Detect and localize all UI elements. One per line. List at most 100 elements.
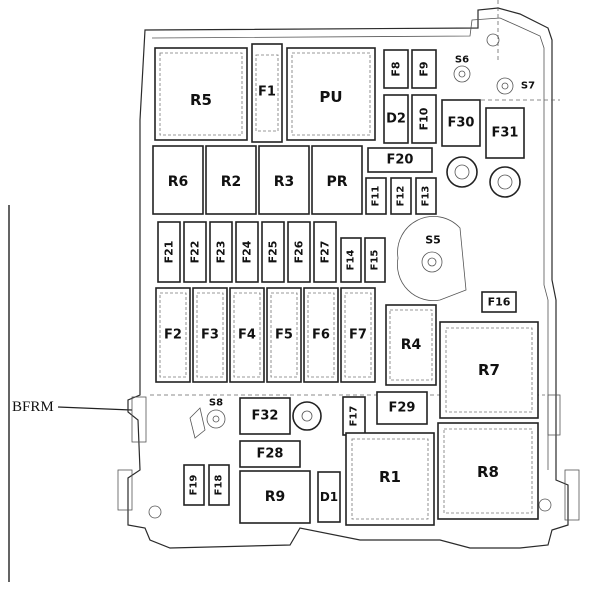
fuse-f24 (235, 221, 259, 283)
fuse-f15 (364, 237, 386, 283)
f21-label: F21 (163, 241, 176, 264)
f11-label: F11 (371, 186, 382, 207)
f18-label: F18 (214, 475, 225, 496)
fuse-f18 (208, 464, 230, 506)
s5-housing (397, 216, 467, 301)
s7-label: S7 (521, 81, 535, 92)
stud-s5 (421, 251, 443, 273)
f19-label: F19 (189, 475, 200, 496)
fuse-f5 (266, 287, 302, 383)
f4-label: F4 (238, 328, 256, 343)
right-lug (564, 469, 580, 521)
f28-label: F28 (257, 447, 284, 462)
fuse-f6 (303, 287, 339, 383)
s8-label: S8 (209, 398, 223, 409)
s6-label: S6 (455, 55, 469, 66)
diode-d1 (317, 471, 341, 523)
f8-label: F8 (390, 61, 403, 76)
bfrm-leader-line (57, 406, 133, 411)
power-stud-right (489, 166, 521, 198)
fuse-f30 (441, 99, 481, 147)
relay-r3 (258, 145, 310, 215)
relay-r1 (345, 432, 435, 526)
r4-label: R4 (401, 337, 422, 353)
fuse-f32 (239, 397, 291, 435)
relay-r6 (152, 145, 204, 215)
relay-pu (286, 47, 376, 141)
f24-label: F24 (241, 240, 254, 263)
f12-label: F12 (396, 186, 407, 207)
fuse-f19 (183, 464, 205, 506)
fuse-f3 (192, 287, 228, 383)
s5-label: S5 (425, 234, 441, 247)
f1-label: F1 (258, 85, 276, 100)
fuse-f21 (157, 221, 181, 283)
fuse-f27 (313, 221, 337, 283)
fuse-f12 (390, 177, 412, 215)
d2-label: D2 (386, 112, 406, 127)
f6-label: F6 (312, 328, 330, 343)
diode-d2 (383, 94, 409, 144)
fuse-f13 (415, 177, 437, 215)
fuse-f25 (261, 221, 285, 283)
f26-label: F26 (293, 240, 306, 263)
pr-label: PR (326, 174, 347, 190)
left-clip (131, 396, 147, 443)
relay-r9 (239, 470, 311, 524)
relay-r7 (439, 321, 539, 419)
r1-label: R1 (379, 468, 401, 486)
f2-label: F2 (164, 328, 182, 343)
fuse-f9 (411, 49, 437, 89)
power-stud-f32 (292, 401, 322, 431)
fuse-f7 (340, 287, 376, 383)
f20-label: F20 (387, 153, 414, 168)
relay-r5 (154, 47, 248, 141)
f15-label: F15 (370, 250, 381, 271)
fuse-f2 (155, 287, 191, 383)
fuse-f10 (411, 94, 437, 144)
r6-label: R6 (168, 174, 189, 190)
f31-label: F31 (492, 126, 519, 141)
fuse-f31 (485, 107, 525, 159)
relay-r8 (437, 422, 539, 520)
r8-label: R8 (477, 463, 499, 481)
fuse-box-housing (127, 7, 569, 549)
relay-r4 (385, 304, 437, 386)
fuse-f29 (376, 391, 428, 425)
fuse-f4 (229, 287, 265, 383)
stud-s8 (206, 409, 226, 429)
f16-label: F16 (488, 296, 511, 309)
fuse-f20 (367, 147, 433, 173)
f7-label: F7 (349, 328, 367, 343)
left-lug (117, 469, 133, 511)
housing-inner-edge (151, 17, 549, 470)
relay-r2 (205, 145, 257, 215)
f27-label: F27 (319, 241, 332, 264)
f13-label: F13 (421, 186, 432, 207)
f25-label: F25 (267, 241, 280, 264)
f14-label: F14 (346, 250, 357, 271)
right-clip (547, 394, 561, 436)
mount-hole-top (486, 33, 500, 47)
f17-label: F17 (349, 406, 360, 427)
relay-pr (311, 145, 363, 215)
f23-label: F23 (215, 241, 228, 264)
fuse-f16 (481, 291, 517, 313)
fuse-f23 (209, 221, 233, 283)
f30-label: F30 (448, 116, 475, 131)
r9-label: R9 (265, 489, 286, 505)
r7-label: R7 (478, 361, 500, 379)
r5-label: R5 (190, 91, 212, 109)
stud-s6 (453, 65, 471, 83)
fuse-f28 (239, 440, 301, 468)
fuse-f8 (383, 49, 409, 89)
power-stud-left (446, 156, 478, 188)
mount-hole-bottom-left (148, 505, 162, 519)
d1-label: D1 (320, 490, 338, 504)
fuse-f22 (183, 221, 207, 283)
f9-label: F9 (418, 61, 431, 76)
f22-label: F22 (189, 241, 202, 264)
f32-label: F32 (252, 409, 279, 424)
fuse-f14 (340, 237, 362, 283)
fuse-f11 (365, 177, 387, 215)
